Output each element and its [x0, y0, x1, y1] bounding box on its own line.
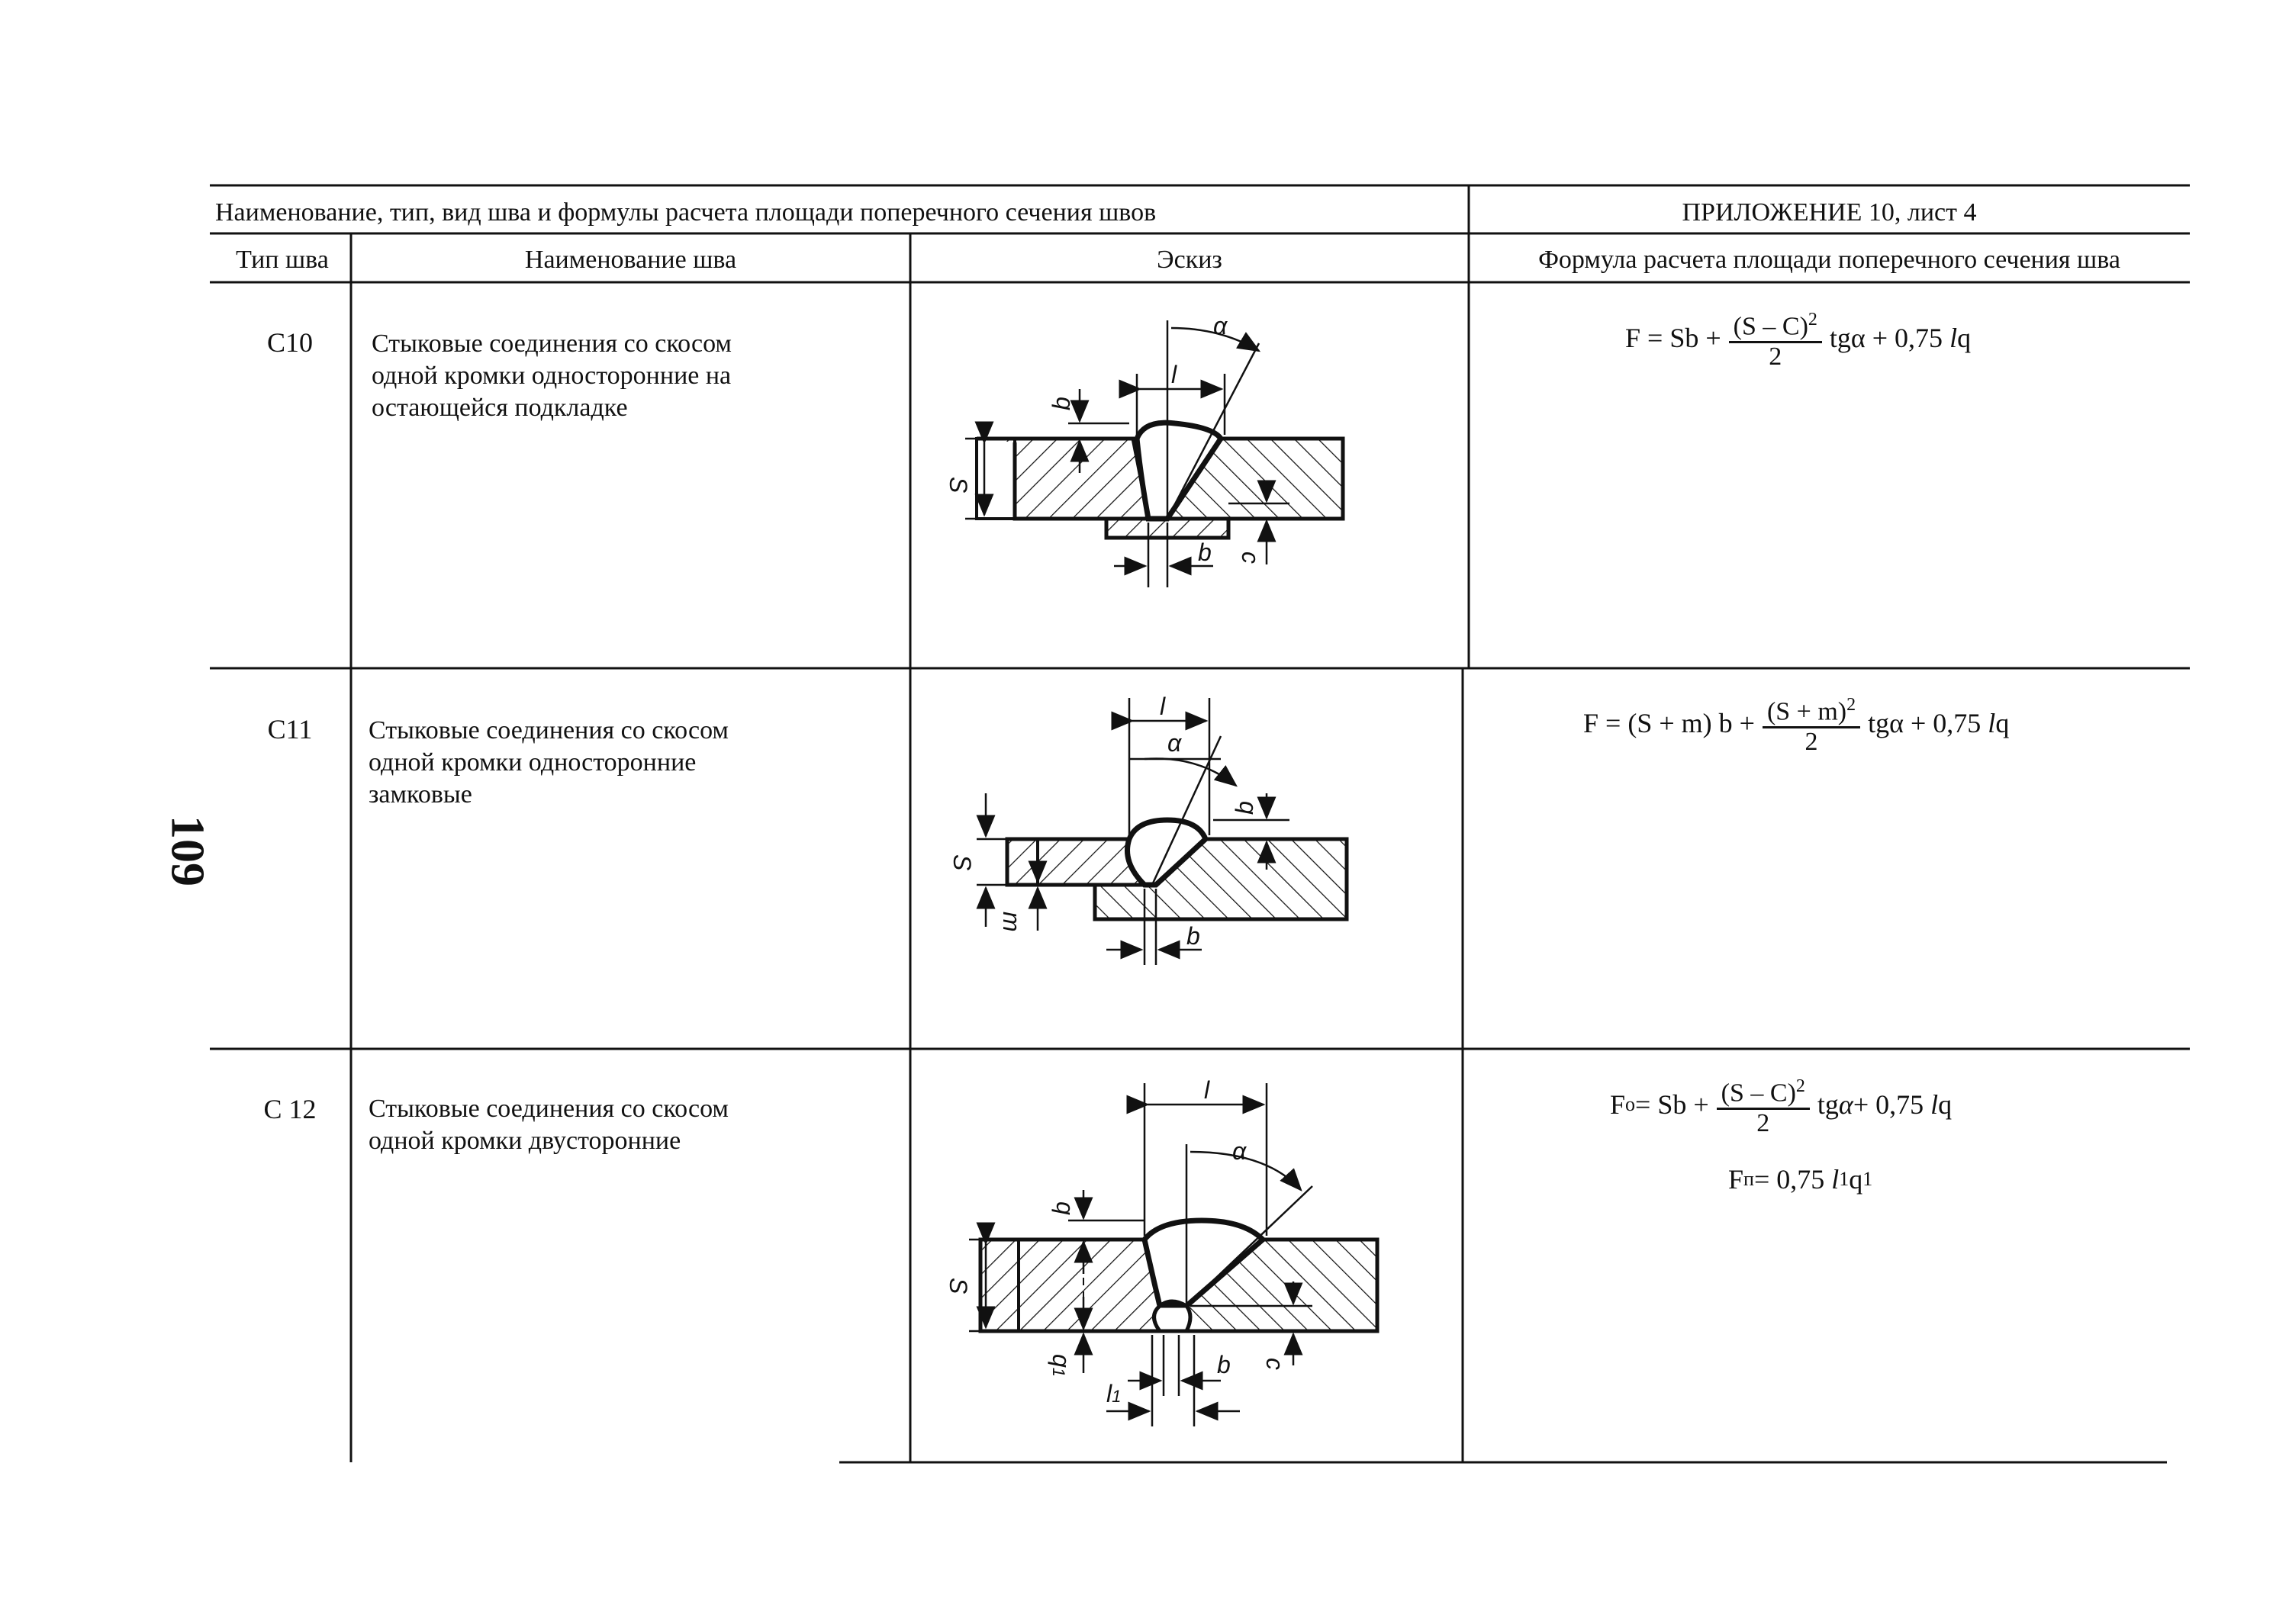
formula-num: (S – C)	[1733, 312, 1808, 341]
col-header-sketch: Эскиз	[1157, 246, 1222, 274]
formula-rhs-q: q	[1957, 323, 1972, 354]
formula2-base: F	[1728, 1164, 1744, 1195]
formula-rhs-alpha: α	[1838, 1089, 1853, 1121]
formula-rhs-l: l	[1930, 1089, 1939, 1121]
name-line: замковые	[369, 780, 472, 809]
name-line: одной кромки двусторонние	[369, 1127, 681, 1155]
sketch-c10	[965, 320, 1345, 587]
formula-rhs: tgα + 0,75	[1829, 323, 1943, 354]
formula-lhs: = Sb +	[1635, 1089, 1709, 1121]
row-name-c12: Стыковые соединения со скосом одной кром…	[369, 1093, 729, 1157]
sketch-c10-labels: α l q S b c	[945, 312, 1264, 566]
label-s: S	[945, 1278, 972, 1294]
formula2-sub: п	[1743, 1168, 1754, 1190]
name-line: Стыковые соединения со скосом	[372, 330, 732, 358]
sketch-c11	[976, 698, 1349, 965]
formula-lhs-sub: о	[1625, 1093, 1636, 1116]
formula2-l-sub: 1	[1839, 1168, 1850, 1190]
label-q1-sub: 1	[1049, 1368, 1068, 1377]
label-b: b	[1217, 1351, 1231, 1378]
formula-rhs-q: q	[1938, 1089, 1953, 1121]
name-line: остающейся подкладке	[372, 394, 628, 422]
formula-lhs: F = (S + m) b +	[1583, 708, 1755, 739]
label-c: c	[1237, 552, 1264, 564]
label-alpha: α	[1167, 729, 1182, 757]
formula-sup: 2	[1846, 695, 1856, 715]
formula-rhs: tgα + 0,75	[1868, 708, 1982, 739]
sketch-c12-labels: l α q S q1 b c l1	[945, 1076, 1289, 1407]
header-left-title: Наименование, тип, вид шва и формулы рас…	[215, 198, 1157, 227]
label-alpha: α	[1213, 312, 1228, 339]
formula-rhs-tail: + 0,75	[1853, 1089, 1924, 1121]
label-l1-sub: 1	[1112, 1387, 1121, 1406]
formula-sup: 2	[1795, 1076, 1805, 1096]
formula-lhs: F = Sb +	[1625, 323, 1721, 354]
row-type-c12: С 12	[263, 1094, 317, 1124]
label-c: c	[1261, 1358, 1289, 1370]
label-s: S	[948, 854, 976, 870]
formula-den: 2	[1756, 1109, 1770, 1138]
label-l1: l1	[1106, 1380, 1121, 1407]
label-q: q	[1051, 1201, 1079, 1215]
label-q: q	[1051, 397, 1079, 410]
label-m: m	[998, 912, 1025, 932]
formula-rhs: tg	[1817, 1089, 1839, 1121]
formula-den: 2	[1804, 728, 1818, 757]
formula-num: (S + m)	[1766, 697, 1847, 726]
formula-fraction: (S – C)2 2	[1716, 1072, 1810, 1138]
label-q1: q1	[1048, 1354, 1075, 1377]
col-header-formula: Формула расчета площади поперечного сече…	[1538, 246, 2120, 274]
formula-fraction: (S + m)2 2	[1762, 690, 1861, 757]
col-header-type: Тип шва	[236, 246, 329, 274]
formula-sup: 2	[1808, 310, 1817, 330]
formula2-l: l	[1831, 1164, 1840, 1195]
sketch-c11-labels: l α q S m b	[948, 693, 1262, 950]
formula2-body: = 0,75	[1753, 1164, 1825, 1195]
label-q1-base: q	[1048, 1354, 1075, 1368]
formula2-q: q	[1849, 1164, 1863, 1195]
formula-rhs-l: l	[1949, 323, 1958, 354]
name-line: одной кромки односторонние на	[372, 362, 732, 390]
row-name-c11: Стыковые соединения со скосом одной кром…	[369, 715, 729, 811]
label-s: S	[945, 477, 972, 493]
row-name-c10: Стыковые соединения со скосом одной кром…	[372, 328, 732, 424]
formula-lhs-base: F	[1610, 1089, 1626, 1121]
page-number: 109	[161, 815, 214, 886]
header-right-title: ПРИЛОЖЕНИЕ 10, лист 4	[1682, 198, 1977, 227]
formula-num: (S – C)	[1721, 1079, 1796, 1108]
name-line: одной кромки односторонние	[369, 748, 697, 777]
label-b: b	[1198, 539, 1212, 566]
label-b: b	[1186, 922, 1200, 950]
label-l: l	[1171, 361, 1177, 388]
label-l: l	[1160, 693, 1166, 720]
row-type-c10: С10	[266, 327, 313, 358]
label-q: q	[1235, 801, 1262, 815]
formula-rhs-q: q	[1995, 708, 2010, 739]
row-type-c11: С11	[267, 714, 313, 744]
label-alpha: α	[1232, 1137, 1247, 1165]
sketch-c12	[969, 1083, 1380, 1426]
name-line: Стыковые соединения со скосом	[369, 716, 729, 744]
label-l: l	[1204, 1076, 1210, 1104]
label-l1-base: l	[1106, 1380, 1112, 1407]
formula2-q-sub: 1	[1862, 1168, 1873, 1190]
name-line: Стыковые соединения со скосом	[369, 1095, 729, 1123]
formula-rhs-l: l	[1988, 708, 1996, 739]
formula-den: 2	[1769, 342, 1782, 371]
col-header-name: Наименование шва	[524, 246, 737, 274]
formula-fraction: (S – C)2 2	[1728, 305, 1822, 371]
